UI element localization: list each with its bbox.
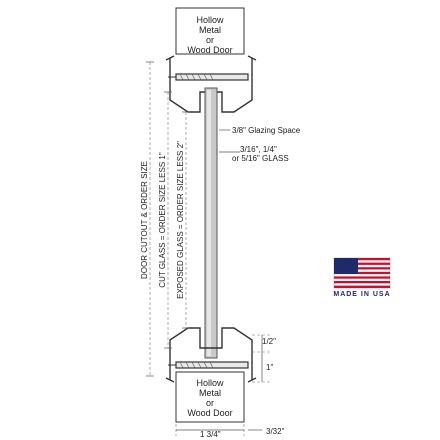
glazing-space-label: 3/8" Glazing Space [232,126,301,135]
gap-label: 3/32" [266,427,285,436]
frame-top [165,55,257,113]
door-cutout-label: DOOR CUTOUT & ORDER SIZE [140,161,149,279]
door-bottom-line4: Wood Door [187,408,232,418]
door-bottom: Hollow Metal or Wood Door [175,371,245,423]
door-top: Hollow Metal or Wood Door [175,7,245,55]
glass-thickness-line2: or 5/16" GLASS [232,154,289,163]
door-bottom-line3: or [206,398,214,408]
made-in-usa-text: MADE IN USA [333,291,390,298]
door-top-line4: Wood Door [187,45,232,55]
width-label: 1 3/4" [200,430,221,439]
screw-top [175,73,249,81]
bottom-dimensions: 1 3/4" 3/32" [175,424,285,439]
frame-bottom [165,327,257,383]
made-in-usa-badge: MADE IN USA [333,257,391,298]
exposed-glass-label: EXPOSED GLASS = ORDER SIZE LESS 2" [176,141,185,299]
door-top-line3: or [206,35,214,45]
us-flag-icon [333,257,391,289]
vertical-dimension-lines [146,61,190,377]
door-bottom-line2: Metal [199,388,221,398]
screw-bottom [175,361,249,369]
door-top-line1: Hollow [196,15,224,25]
door-bottom-line1: Hollow [196,378,224,388]
door-top-line2: Metal [199,25,221,35]
half-inch-label: 1/2" [262,337,276,346]
one-inch-label: 1" [266,363,273,372]
glazing-callouts: 3/8" Glazing Space 3/16", 1/4" or 5/16" … [219,126,301,163]
glass-thickness-line1: 3/16", 1/4" [240,145,277,154]
cut-glass-label: CUT GLASS = ORDER SIZE LESS 1" [158,152,167,288]
glass-pane [204,87,218,359]
side-dimensions: 1/2" 1" [252,334,276,383]
